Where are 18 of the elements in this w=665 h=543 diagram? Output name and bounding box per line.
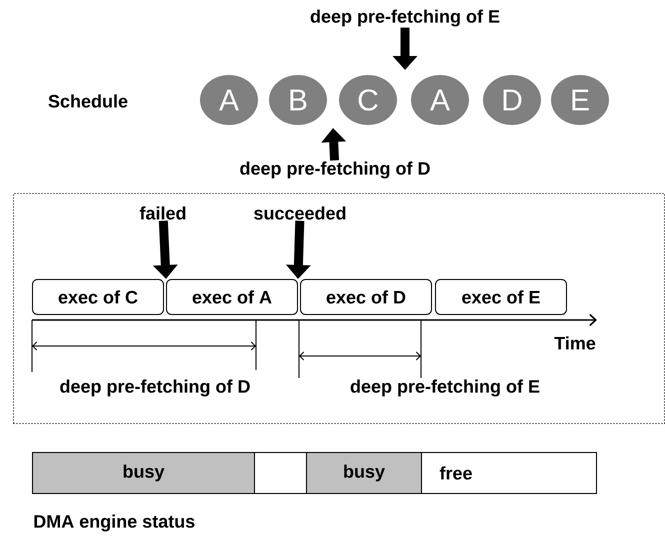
exec-box: exec of C (32, 279, 164, 315)
dotted-frame (13, 193, 665, 424)
status-segment: busy (306, 452, 422, 494)
exec-box: exec of A (166, 279, 298, 315)
caption-text: deep pre-fetching of E (310, 10, 500, 26)
caption-text: succeeded (254, 206, 346, 220)
status-segment: busy (32, 452, 255, 494)
label-text: Schedule (48, 94, 128, 108)
caption-text: failed (140, 206, 186, 220)
caption-text: deep pre-fetching of D (240, 162, 430, 178)
exec-box: exec of D (300, 279, 432, 315)
status-segment (254, 452, 307, 494)
span-label: deep pre-fetching of D (60, 380, 250, 396)
status-segment: free (421, 452, 597, 494)
caption-text: DMA engine status (34, 514, 194, 532)
axis-label: Time (554, 336, 596, 350)
exec-box: exec of E (435, 279, 567, 315)
span-label: deep pre-fetching of E (350, 380, 540, 396)
